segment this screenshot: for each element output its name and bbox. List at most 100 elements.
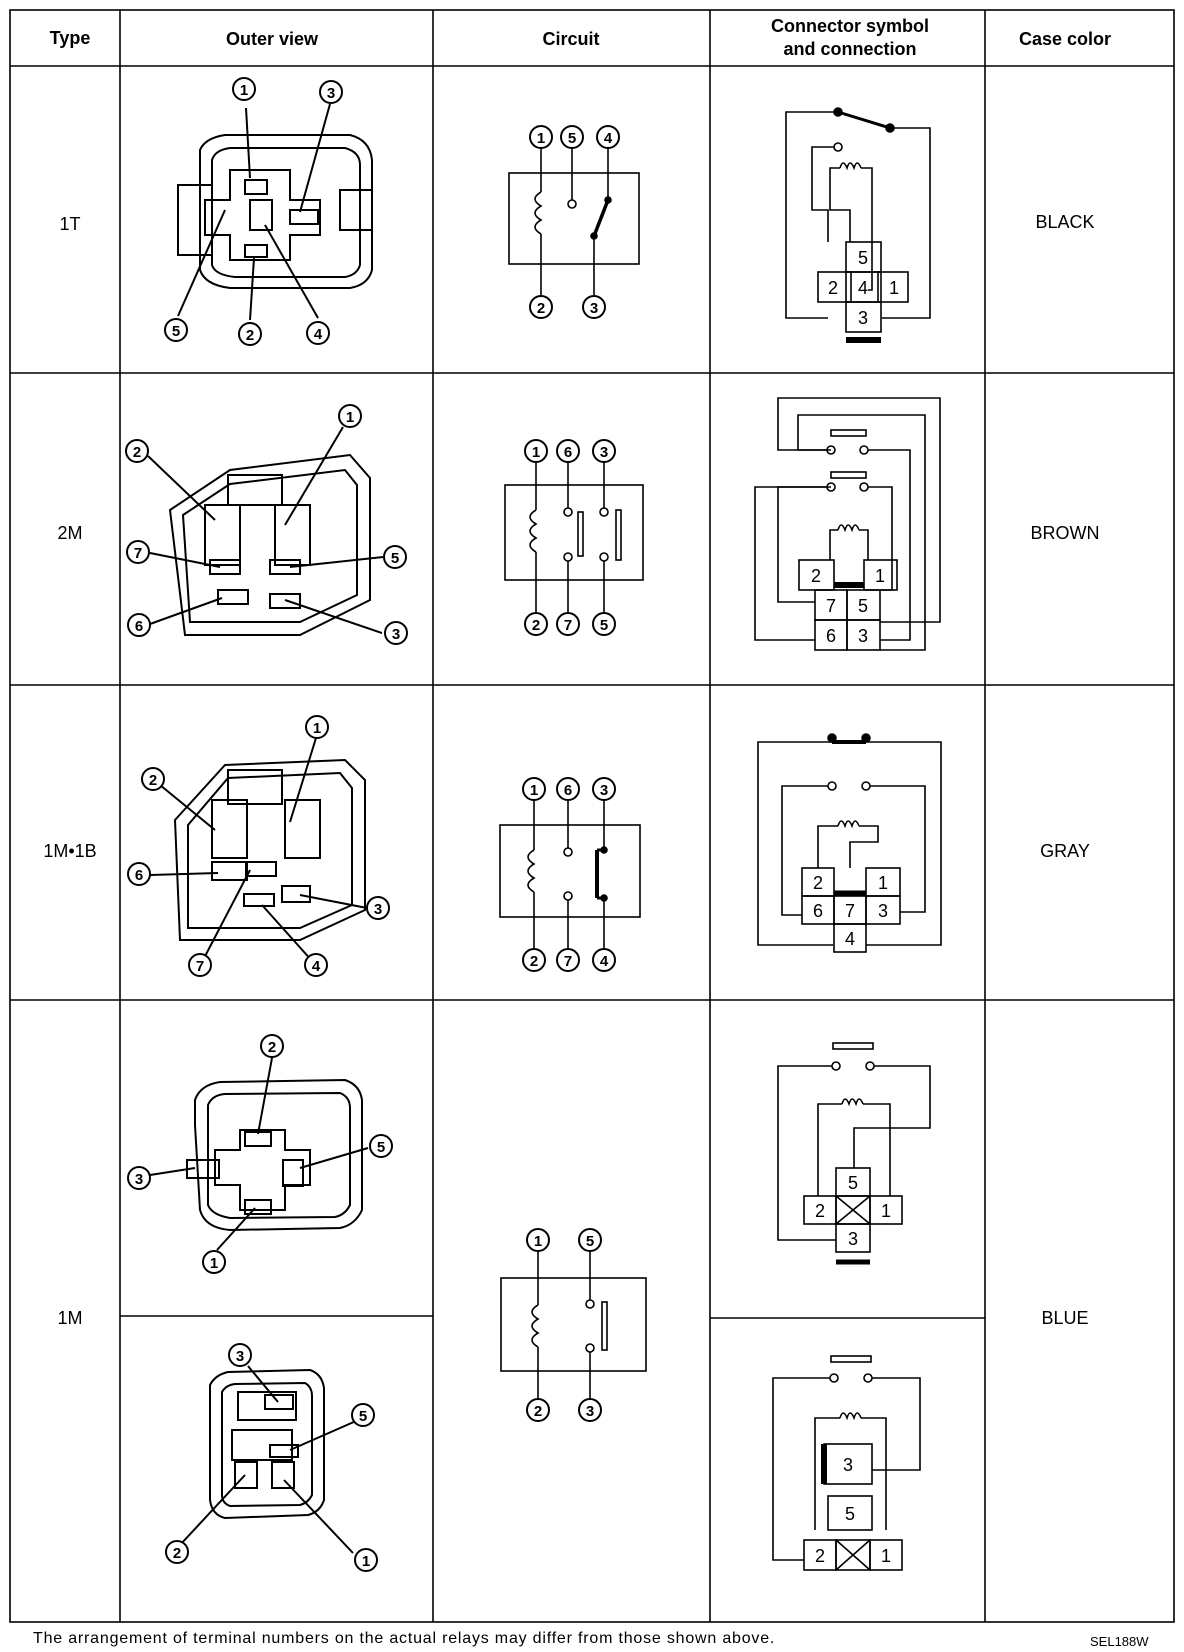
connector-1m-b bbox=[772, 1355, 921, 1571]
svg-text:2: 2 bbox=[828, 278, 838, 298]
connector-1m1b bbox=[757, 733, 942, 953]
circuit-labels-1t: 1 5 4 2 3 bbox=[529, 125, 620, 319]
svg-text:2: 2 bbox=[537, 300, 545, 317]
figure-code: SEL188W bbox=[1090, 1634, 1149, 1649]
circuit-labels-1m1b: 1 6 3 2 7 4 bbox=[522, 777, 616, 972]
header-outer-view: Outer view bbox=[226, 29, 319, 49]
svg-text:3: 3 bbox=[135, 1171, 143, 1188]
outer-view-1m-a bbox=[149, 1057, 369, 1251]
type-1t: 1T bbox=[59, 214, 80, 234]
header-circuit: Circuit bbox=[542, 29, 599, 49]
circuit-labels-2m: 1 6 3 2 7 5 bbox=[524, 439, 616, 636]
svg-text:5: 5 bbox=[586, 1233, 594, 1250]
svg-text:6: 6 bbox=[135, 618, 143, 635]
svg-text:3: 3 bbox=[848, 1229, 858, 1249]
svg-text:6: 6 bbox=[564, 444, 572, 461]
case-black: BLACK bbox=[1035, 212, 1094, 232]
case-blue: BLUE bbox=[1041, 1308, 1088, 1328]
connector-1t bbox=[785, 107, 931, 343]
svg-text:1: 1 bbox=[881, 1201, 891, 1221]
svg-text:4: 4 bbox=[312, 958, 321, 975]
header-type: Type bbox=[50, 28, 91, 48]
svg-text:1: 1 bbox=[346, 409, 354, 426]
svg-text:3: 3 bbox=[586, 1403, 594, 1420]
svg-text:3: 3 bbox=[327, 85, 335, 102]
svg-text:1: 1 bbox=[875, 566, 885, 586]
svg-text:4: 4 bbox=[604, 130, 613, 147]
svg-text:3: 3 bbox=[600, 782, 608, 799]
footnote: The arrangement of terminal numbers on t… bbox=[33, 1630, 776, 1647]
svg-text:4: 4 bbox=[314, 326, 323, 343]
connector-labels-1t: 5 2 4 1 3 bbox=[828, 248, 899, 328]
connector-labels-2m: 2 1 7 5 6 3 bbox=[811, 566, 885, 646]
svg-text:1: 1 bbox=[313, 720, 321, 737]
svg-text:2: 2 bbox=[813, 873, 823, 893]
circuit-1m1b bbox=[499, 800, 641, 950]
svg-text:2: 2 bbox=[532, 617, 540, 634]
svg-text:5: 5 bbox=[391, 550, 399, 567]
svg-text:5: 5 bbox=[377, 1139, 385, 1156]
svg-text:3: 3 bbox=[858, 626, 868, 646]
svg-text:2: 2 bbox=[133, 444, 141, 461]
svg-text:7: 7 bbox=[826, 596, 836, 616]
svg-text:7: 7 bbox=[196, 958, 204, 975]
svg-text:1: 1 bbox=[534, 1233, 542, 1250]
svg-text:4: 4 bbox=[858, 278, 868, 298]
svg-text:7: 7 bbox=[845, 901, 855, 921]
svg-text:7: 7 bbox=[564, 953, 572, 970]
svg-text:3: 3 bbox=[843, 1455, 853, 1475]
svg-text:5: 5 bbox=[858, 248, 868, 268]
svg-text:2: 2 bbox=[530, 953, 538, 970]
header-connector-1: Connector symbol bbox=[771, 16, 929, 36]
svg-text:3: 3 bbox=[600, 444, 608, 461]
type-2m: 2M bbox=[57, 523, 82, 543]
svg-text:3: 3 bbox=[858, 308, 868, 328]
connector-labels-1m-a: 5 2 1 3 bbox=[815, 1173, 891, 1249]
circuit-labels-1m: 1 5 2 3 bbox=[526, 1228, 602, 1422]
svg-text:2: 2 bbox=[268, 1039, 276, 1056]
svg-text:7: 7 bbox=[564, 617, 572, 634]
outer-view-1m1b bbox=[149, 737, 368, 963]
connector-1m-a bbox=[777, 1042, 931, 1265]
svg-text:4: 4 bbox=[600, 953, 609, 970]
case-gray: GRAY bbox=[1040, 841, 1090, 861]
svg-text:6: 6 bbox=[135, 867, 143, 884]
connector-2m bbox=[754, 397, 941, 651]
table-border bbox=[9, 9, 1175, 1623]
svg-text:5: 5 bbox=[600, 617, 608, 634]
svg-text:1: 1 bbox=[210, 1255, 218, 1272]
svg-text:6: 6 bbox=[826, 626, 836, 646]
svg-text:2: 2 bbox=[534, 1403, 542, 1420]
svg-text:2: 2 bbox=[149, 772, 157, 789]
svg-text:1: 1 bbox=[878, 873, 888, 893]
svg-text:3: 3 bbox=[236, 1348, 244, 1365]
svg-text:2: 2 bbox=[811, 566, 821, 586]
connector-labels-1m-b: 3 5 2 1 bbox=[815, 1455, 891, 1566]
svg-text:6: 6 bbox=[564, 782, 572, 799]
svg-text:3: 3 bbox=[878, 901, 888, 921]
svg-text:4: 4 bbox=[845, 929, 855, 949]
svg-text:1: 1 bbox=[532, 444, 540, 461]
circuit-1m bbox=[500, 1250, 647, 1400]
header-connector-2: and connection bbox=[783, 39, 916, 59]
outer-view-1t bbox=[177, 103, 373, 321]
type-1m1b: 1M•1B bbox=[43, 841, 96, 861]
header-case-color: Case color bbox=[1019, 29, 1111, 49]
circuit-1t bbox=[508, 148, 640, 295]
svg-text:1: 1 bbox=[881, 1546, 891, 1566]
svg-text:1: 1 bbox=[240, 82, 248, 99]
case-brown: BROWN bbox=[1031, 523, 1100, 543]
svg-text:5: 5 bbox=[359, 1408, 367, 1425]
svg-text:7: 7 bbox=[134, 545, 142, 562]
connector-labels-1m1b: 2 1 6 7 3 4 bbox=[813, 873, 888, 949]
svg-text:5: 5 bbox=[848, 1173, 858, 1193]
svg-text:3: 3 bbox=[374, 901, 382, 918]
svg-text:3: 3 bbox=[590, 300, 598, 317]
outer-labels-1m-a: 2 5 3 1 bbox=[127, 1034, 393, 1274]
type-1m: 1M bbox=[57, 1308, 82, 1328]
circuit-2m bbox=[504, 462, 644, 612]
outer-labels-2m: 1 2 7 5 6 3 bbox=[125, 404, 408, 645]
outer-labels-1m-b: 3 5 2 1 bbox=[165, 1343, 378, 1572]
svg-text:2: 2 bbox=[173, 1545, 181, 1562]
